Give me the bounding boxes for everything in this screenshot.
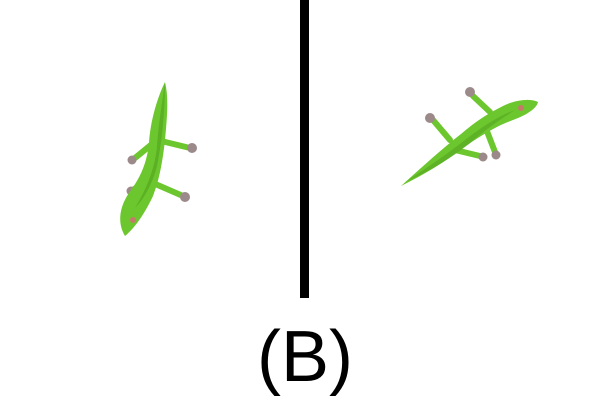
vertical-divider bbox=[300, 0, 309, 298]
figure-label: (B) bbox=[257, 317, 353, 397]
left-gecko-icon bbox=[120, 82, 197, 236]
right-gecko-icon bbox=[401, 87, 538, 186]
